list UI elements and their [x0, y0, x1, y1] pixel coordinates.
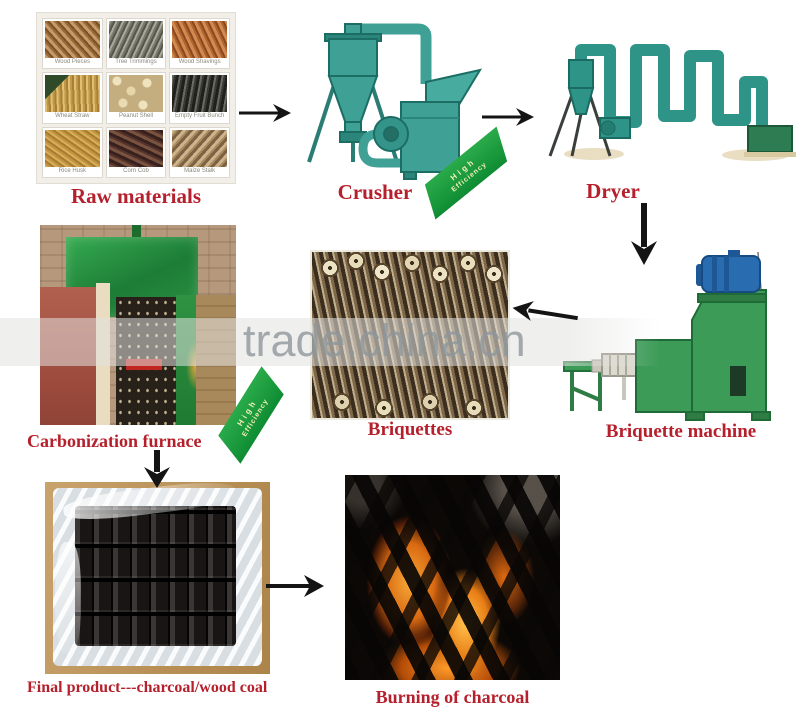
burning-charcoal-photo	[345, 475, 560, 680]
watermark-band: trade.china.cn	[0, 315, 660, 366]
raw-material-tile: Corn Cob	[105, 126, 167, 178]
raw-materials-photo: Wood Pieces Tree Trimmings Wood Shavings…	[36, 12, 236, 184]
charcoal-sticks	[75, 506, 236, 646]
raw-material-tile: Wheat Straw	[42, 72, 103, 124]
raw-material-caption: Rice Husk	[58, 167, 86, 174]
raw-material-tile: Empty Fruit Bunch	[169, 72, 230, 124]
final-product-photo	[45, 482, 270, 674]
briquette-machine-label: Briquette machine	[605, 421, 757, 442]
raw-material-tile: Rice Husk	[42, 126, 103, 178]
plastic-fold	[55, 542, 81, 654]
raw-material-caption: Tree Trimmings	[115, 59, 157, 65]
furnace-chimney	[132, 225, 141, 239]
raw-material-caption: Empty Fruit Bunch	[174, 113, 225, 120]
briquette-machine-illustration	[563, 250, 771, 421]
wood-shavings-photo	[172, 21, 227, 58]
arrow-left-icon	[512, 301, 579, 321]
raw-materials-grid: Wood Pieces Tree Trimmings Wood Shavings…	[42, 18, 230, 178]
arrow-down-icon	[631, 203, 657, 265]
final-product-label: Final product---charcoal/wood coal	[27, 679, 268, 696]
raw-material-caption: Peanut Shell	[118, 113, 153, 120]
arrow-right-icon	[239, 104, 291, 122]
raw-material-caption: Wheat Straw	[55, 113, 90, 120]
briquettes-label: Briquettes	[367, 419, 453, 440]
maize-stalk-photo	[172, 129, 227, 167]
rice-husk-photo	[45, 129, 100, 167]
wood-pieces-photo	[45, 21, 100, 58]
raw-material-caption: Wood Shavings	[178, 59, 221, 65]
corn-cob-photo	[108, 129, 164, 167]
raw-material-caption: Corn Cob	[123, 167, 149, 174]
tree-trimmings-photo	[108, 21, 164, 58]
raw-material-tile: Tree Trimmings	[105, 18, 167, 70]
dryer-label: Dryer	[586, 179, 640, 203]
empty-fruit-bunch-photo	[172, 75, 227, 113]
crusher-illustration	[307, 23, 483, 180]
carbonization-furnace-label: Carbonization furnace	[27, 431, 202, 451]
wheat-straw-photo	[45, 75, 100, 113]
burning-label: Burning of charcoal	[375, 687, 530, 707]
arrow-down-icon	[144, 450, 170, 488]
raw-material-tile: Wood Pieces	[42, 18, 103, 70]
watermark-text: trade.china.cn	[243, 315, 526, 366]
raw-material-tile: Maize Stalk	[169, 126, 230, 178]
raw-material-tile: Peanut Shell	[105, 72, 167, 124]
peanut-shell-photo	[108, 75, 164, 113]
raw-material-tile: Wood Shavings	[169, 18, 230, 70]
arrow-right-icon	[266, 575, 324, 597]
raw-materials-label: Raw materials	[70, 184, 202, 208]
raw-material-caption: Maize Stalk	[184, 167, 216, 174]
crusher-label: Crusher	[337, 180, 413, 204]
raw-material-caption: Wood Pieces	[54, 59, 90, 65]
dryer-illustration	[548, 44, 796, 161]
arrow-right-icon	[482, 108, 534, 126]
